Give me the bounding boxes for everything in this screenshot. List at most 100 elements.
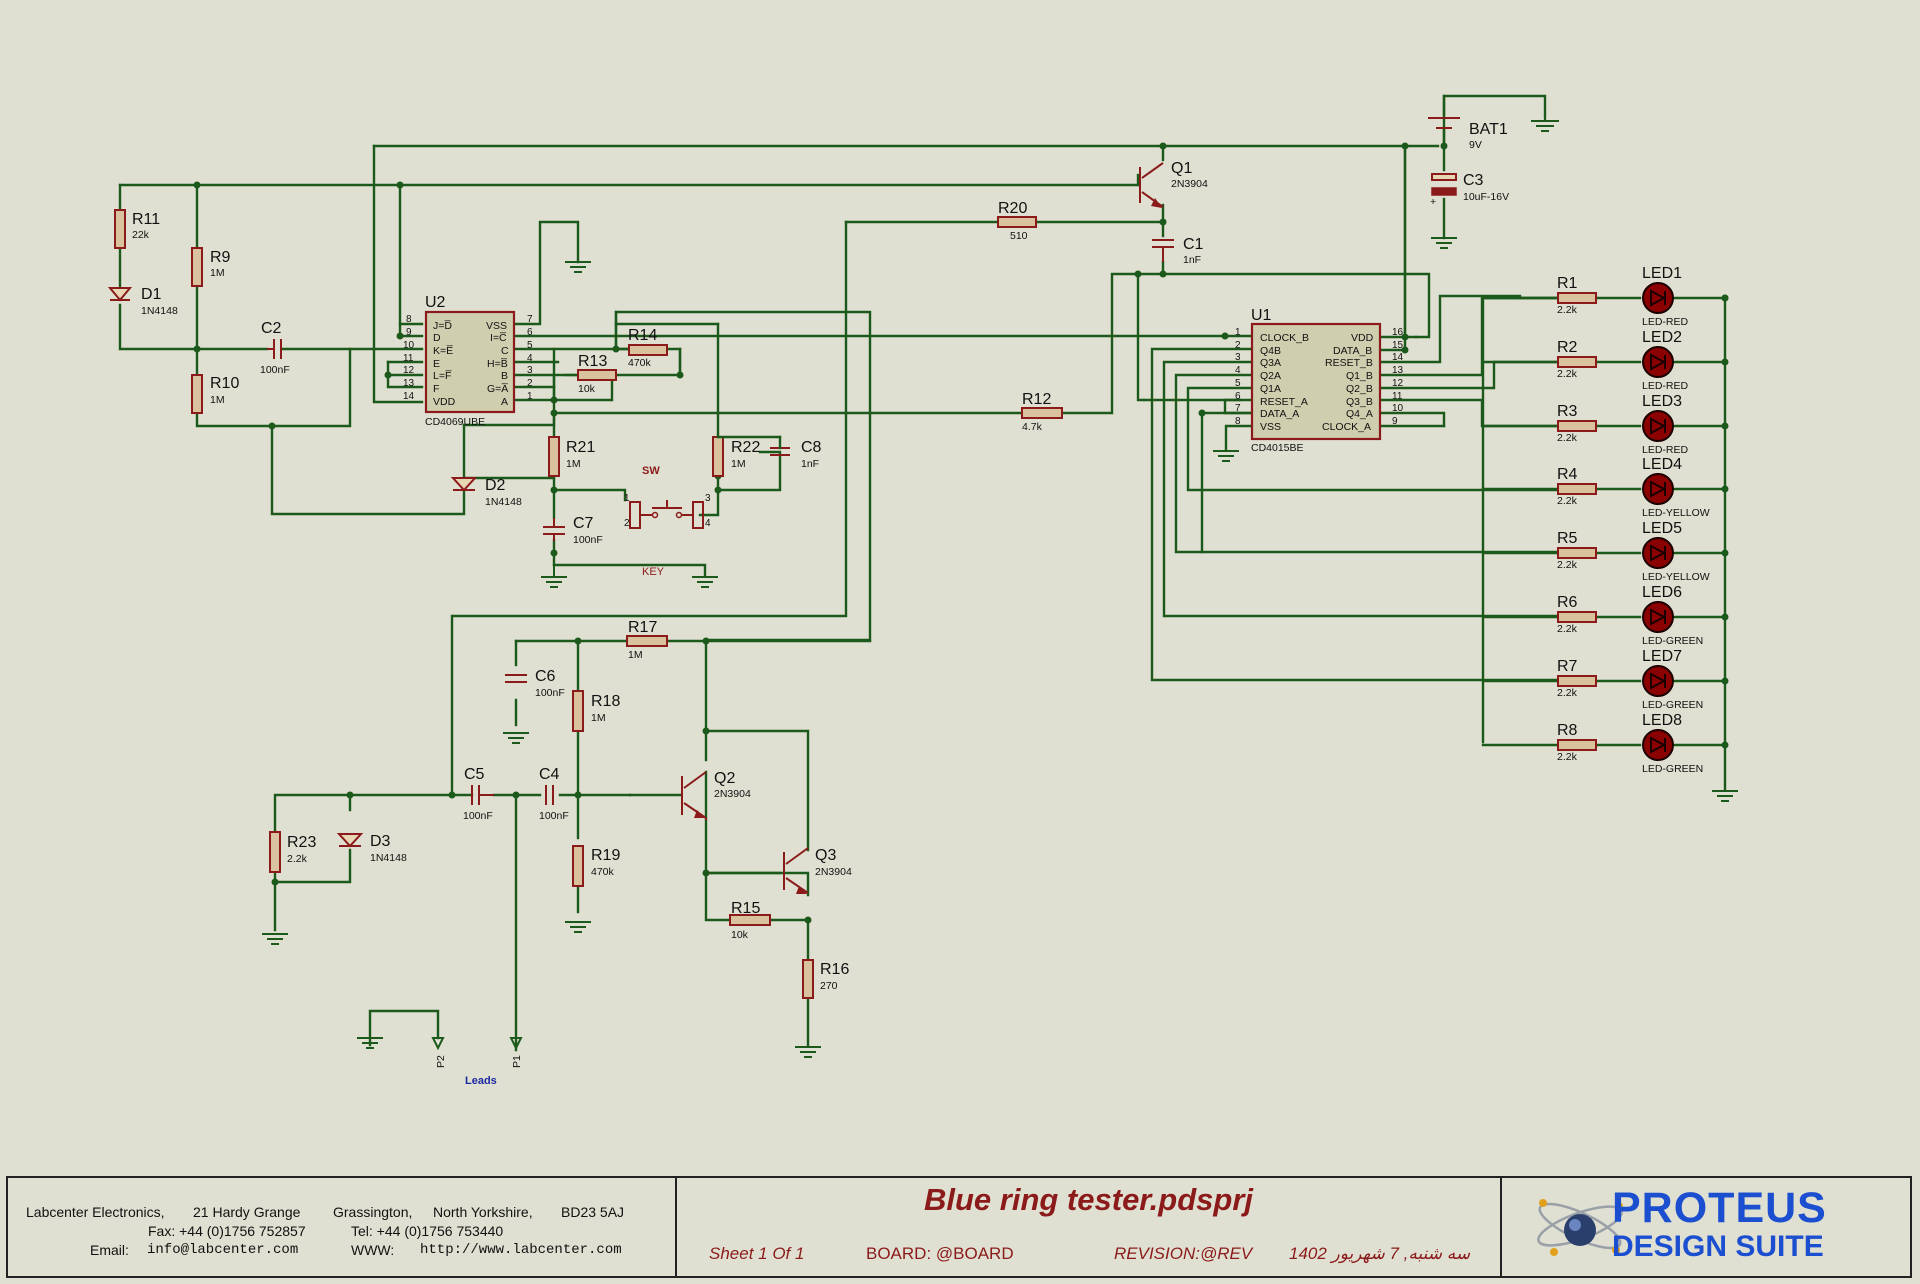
u2-left-pins: J=D̅ D K=E̅ E L=F̅ F VDD 8 9 10 11 12 13…	[403, 314, 456, 408]
svg-text:DATA_B: DATA_B	[1333, 345, 1372, 357]
svg-text:R18: R18	[591, 693, 620, 710]
svg-text:2N3904: 2N3904	[1171, 178, 1208, 190]
svg-text:BAT1: BAT1	[1469, 121, 1508, 138]
svg-text:J=D̅: J=D̅	[433, 320, 452, 332]
title-block: Labcenter Electronics, 21 Hardy Grange G…	[6, 1176, 1912, 1278]
resistor-r17: R17 1M	[626, 619, 668, 661]
ground-u2	[540, 221, 591, 273]
svg-text:510: 510	[1010, 230, 1028, 242]
svg-text:22k: 22k	[132, 229, 150, 241]
junctions	[193, 142, 1729, 924]
resistor-r21: R21 1M	[548, 436, 595, 477]
svg-text:Q4B: Q4B	[1260, 345, 1281, 357]
svg-text:1: 1	[624, 493, 630, 504]
led-type: LED-RED	[1642, 380, 1689, 392]
led-array: R12.2kLED1LED-REDR22.2kLED2LED-REDR32.2k…	[1481, 265, 1729, 775]
led-ref: LED5	[1642, 520, 1682, 537]
email-link[interactable]: info@labcenter.com	[147, 1242, 299, 1258]
svg-text:1: 1	[1235, 327, 1241, 338]
resistor-body	[1557, 739, 1597, 751]
ground-r19	[565, 921, 591, 933]
svg-text:R21: R21	[566, 439, 595, 456]
svg-text:2.2k: 2.2k	[287, 853, 308, 865]
svg-text:6: 6	[527, 327, 533, 338]
capacitor-c6: C6 100nF	[505, 668, 565, 699]
transistor-q2: Q2 2N3904	[681, 770, 751, 820]
terminal-p2[interactable]: P2	[431, 1037, 447, 1068]
svg-text:2: 2	[527, 378, 533, 389]
led-type: LED-RED	[1642, 444, 1689, 456]
svg-text:1N4148: 1N4148	[370, 852, 407, 864]
svg-text:VDD: VDD	[1351, 332, 1374, 344]
svg-text:A: A	[501, 396, 508, 408]
led-type: LED-GREEN	[1642, 699, 1703, 711]
svg-text:CD4069UBE: CD4069UBE	[425, 416, 485, 428]
resistor-r12: R12 4.7k	[1021, 391, 1063, 433]
resistor-r13: R13 10k	[577, 353, 617, 395]
svg-text:1: 1	[527, 391, 533, 402]
ground-c7	[541, 565, 567, 588]
led-ref: LED1	[1642, 265, 1682, 282]
led-body	[1642, 601, 1674, 633]
svg-text:P1: P1	[511, 1055, 523, 1068]
svg-text:2: 2	[624, 518, 630, 529]
svg-text:B: B	[501, 370, 508, 382]
ground-leds	[1712, 790, 1738, 802]
svg-text:4: 4	[527, 353, 533, 364]
resistor-value: 2.2k	[1557, 559, 1578, 571]
resistor-ref: R4	[1557, 466, 1578, 483]
svg-text:Q4_A: Q4_A	[1346, 408, 1373, 420]
switch-sw[interactable]: SW 1 2 3 4 KEY	[624, 465, 711, 578]
svg-text:5: 5	[1235, 378, 1241, 389]
wires	[118, 94, 1727, 1052]
svg-text:9V: 9V	[1469, 139, 1482, 151]
capacitor-c1: C1 1nF	[1152, 236, 1204, 266]
resistor-value: 2.2k	[1557, 304, 1578, 316]
ground-r23	[262, 933, 288, 945]
ground-r16	[795, 1046, 821, 1058]
svg-text:R23: R23	[287, 834, 316, 851]
svg-text:7: 7	[1235, 403, 1241, 414]
svg-text:16: 16	[1392, 327, 1404, 338]
logo-tagline: DESIGN SUITE	[1612, 1230, 1824, 1263]
svg-text:R22: R22	[731, 439, 760, 456]
address-county: North Yorkshire,	[433, 1204, 533, 1220]
svg-text:3: 3	[527, 365, 533, 376]
resistor-body	[1557, 292, 1597, 304]
transistor-q1: Q1 2N3904	[1139, 160, 1208, 208]
svg-text:14: 14	[1392, 352, 1404, 363]
capacitor-c7: C7 100nF	[543, 515, 603, 546]
svg-text:CD4015BE: CD4015BE	[1251, 442, 1304, 454]
svg-text:F: F	[433, 383, 439, 395]
svg-text:Q3_B: Q3_B	[1346, 396, 1373, 408]
led-ref: LED7	[1642, 648, 1682, 665]
svg-text:2N3904: 2N3904	[815, 866, 852, 878]
ground-p2	[357, 1037, 383, 1049]
svg-text:7: 7	[527, 314, 533, 325]
svg-text:1M: 1M	[210, 394, 225, 406]
logo-wordmark: PROTEUS	[1612, 1184, 1827, 1232]
svg-text:D1: D1	[141, 286, 162, 303]
svg-text:10uF-16V: 10uF-16V	[1463, 191, 1509, 203]
svg-text:R9: R9	[210, 249, 231, 266]
terminal-p1[interactable]: P1	[509, 1037, 523, 1068]
svg-text:3: 3	[705, 493, 711, 504]
resistor-r10: R10 1M	[191, 374, 239, 414]
svg-text:1M: 1M	[591, 712, 606, 724]
led-ref: LED4	[1642, 456, 1682, 473]
email-label: Email:	[90, 1242, 129, 1258]
svg-text:Q2_B: Q2_B	[1346, 383, 1373, 395]
resistor-body	[1557, 611, 1597, 623]
resistor-body	[1557, 547, 1597, 559]
svg-text:D3: D3	[370, 833, 391, 850]
www-link[interactable]: http://www.labcenter.com	[420, 1242, 622, 1258]
svg-text:VSS: VSS	[486, 320, 507, 332]
resistor-r14: R14 470k	[628, 327, 668, 369]
svg-text:VDD: VDD	[433, 396, 456, 408]
svg-text:K=E̅: K=E̅	[433, 345, 454, 357]
svg-text:R13: R13	[578, 353, 607, 370]
www-label: WWW:	[351, 1242, 395, 1258]
led-body	[1642, 346, 1674, 378]
